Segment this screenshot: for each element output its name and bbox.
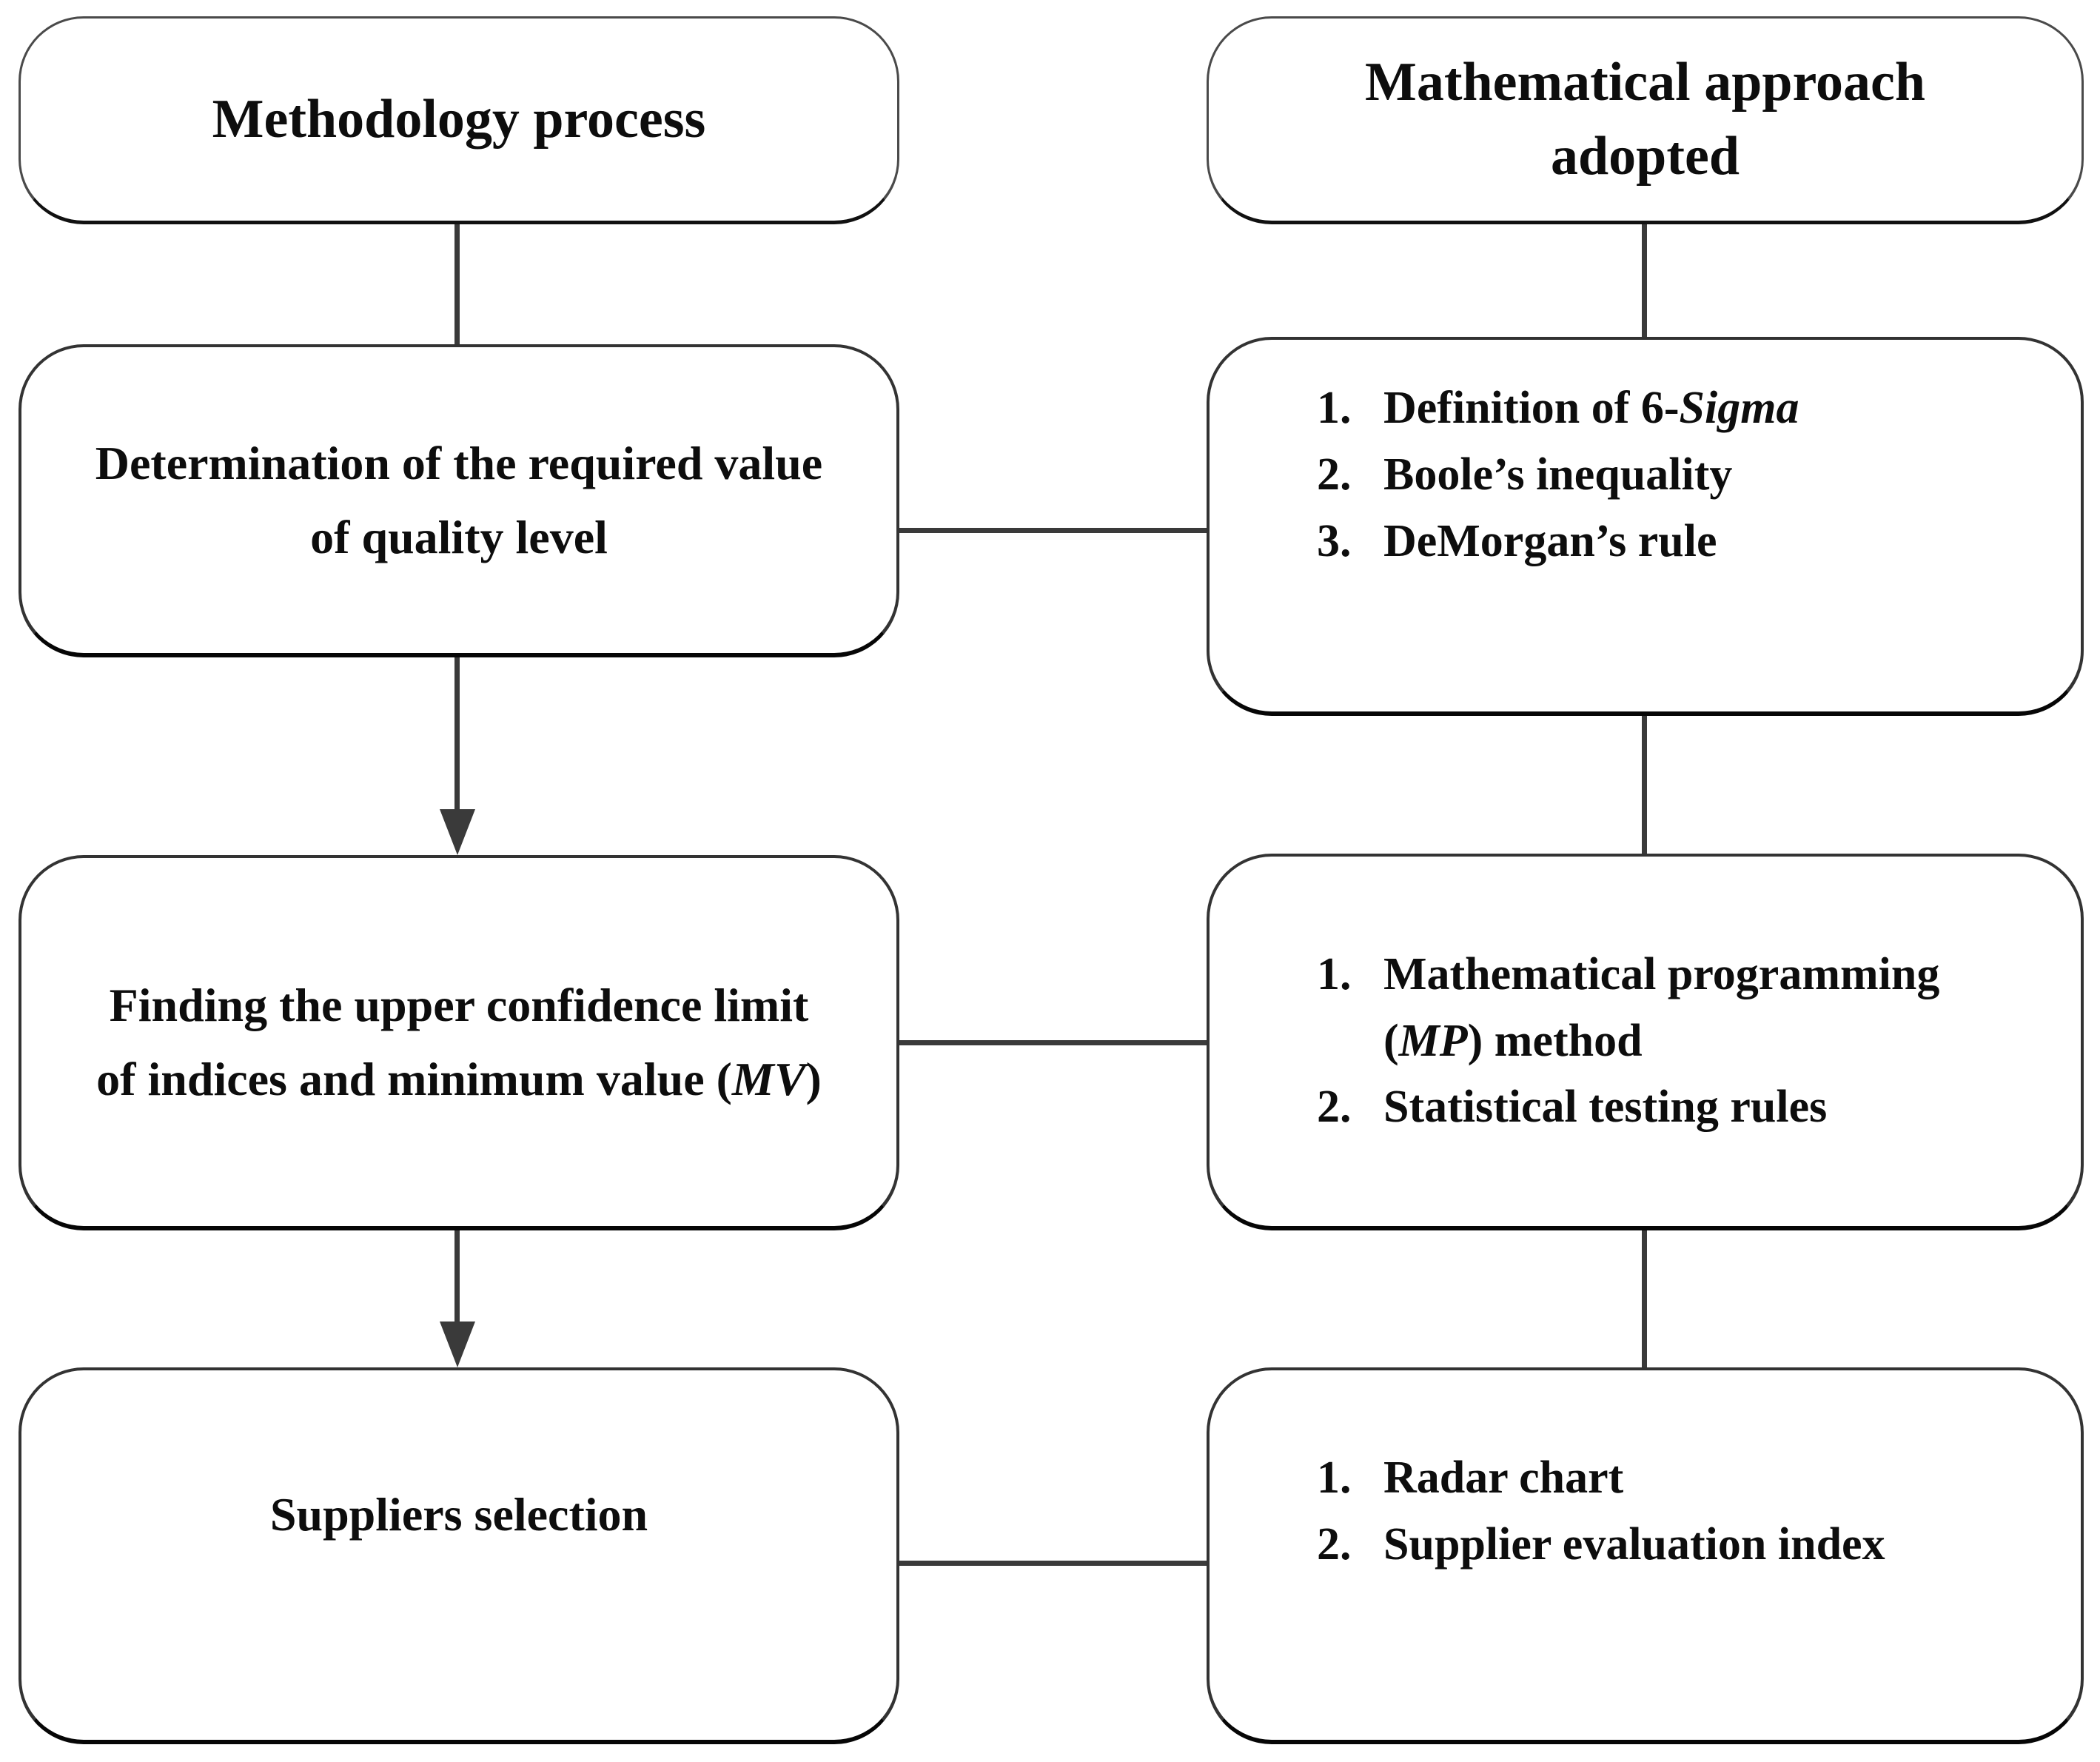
approach-sigma-box: 1. Definition of 6-Sigma 2. Boole’s inequal… <box>1207 337 2084 716</box>
item-number: 3. <box>1317 515 1352 566</box>
approach-mp-box: 1. Mathematical programming (MP) method 2.… <box>1207 854 2084 1230</box>
connector-right-header-to-box1 <box>1642 224 1647 338</box>
connector-row1-horizontal <box>896 528 1210 533</box>
item-number: 1. <box>1317 383 1352 434</box>
approach-radar-box: 1. Radar chart 2. Supplier evaluation index <box>1207 1367 2084 1744</box>
methodology-header-label: Methodology process <box>212 88 706 150</box>
item-number: 2. <box>1317 449 1352 500</box>
item-text: Mathematical programming (MP) method <box>1383 948 1940 1066</box>
step-quality-level-box: Determination of the required value of q… <box>19 344 899 657</box>
item-number: 2. <box>1317 1518 1352 1570</box>
item-text: Supplier evaluation index <box>1383 1518 1885 1570</box>
math-approach-header-label: Mathematical approach adopted <box>1364 51 1926 187</box>
down-arrowhead-icon <box>440 1322 475 1367</box>
item-text: DeMorgan’s rule <box>1383 515 1717 566</box>
connector-row2-horizontal <box>896 1040 1210 1045</box>
list-item: 1. Mathematical programming (MP) method <box>1317 942 2040 1075</box>
connector-right-box2-to-box3 <box>1642 1229 1647 1369</box>
approach-sigma-list: 1. Definition of 6-Sigma 2. Boole’s inequal… <box>1210 375 2081 575</box>
item-text: Radar chart <box>1383 1452 1624 1503</box>
item-text: Definition of 6-Sigma <box>1383 383 1799 434</box>
step-suppliers-selection-box: Suppliers selection <box>19 1367 899 1744</box>
step-quality-level-label: Determination of the required value of q… <box>95 437 823 563</box>
list-item: 3. DeMorgan’s rule <box>1317 509 2040 575</box>
item-number: 1. <box>1317 948 1352 999</box>
connector-row3-horizontal <box>896 1561 1210 1566</box>
methodology-header-box: Methodology process <box>19 16 899 224</box>
item-text: Boole’s inequality <box>1383 449 1733 500</box>
item-number: 1. <box>1317 1452 1352 1503</box>
item-text: Statistical testing rules <box>1383 1082 1828 1133</box>
step-suppliers-selection-label: Suppliers selection <box>269 1487 648 1541</box>
approach-radar-list: 1. Radar chart 2. Supplier evaluation index <box>1210 1445 2081 1578</box>
list-item: 1. Radar chart <box>1317 1445 2040 1512</box>
connector-left-box2-to-box3 <box>454 1229 460 1322</box>
connector-left-box1-to-box2 <box>454 656 460 809</box>
math-approach-header-box: Mathematical approach adopted <box>1207 16 2084 224</box>
list-item: 2. Boole’s inequality <box>1317 442 2040 509</box>
step-confidence-limit-label: Finding the upper confidence limit of in… <box>96 979 822 1105</box>
list-item: 2. Supplier evaluation index <box>1317 1512 2040 1578</box>
list-item: 2. Statistical testing rules <box>1317 1074 2040 1141</box>
connector-left-header-to-box1 <box>454 224 460 344</box>
down-arrowhead-icon <box>440 809 475 855</box>
list-item: 1. Definition of 6-Sigma <box>1317 375 2040 442</box>
connector-right-box1-to-box2 <box>1642 714 1647 855</box>
item-number: 2. <box>1317 1082 1352 1133</box>
step-confidence-limit-box: Finding the upper confidence limit of in… <box>19 855 899 1230</box>
approach-mp-list: 1. Mathematical programming (MP) method 2.… <box>1210 942 2081 1142</box>
